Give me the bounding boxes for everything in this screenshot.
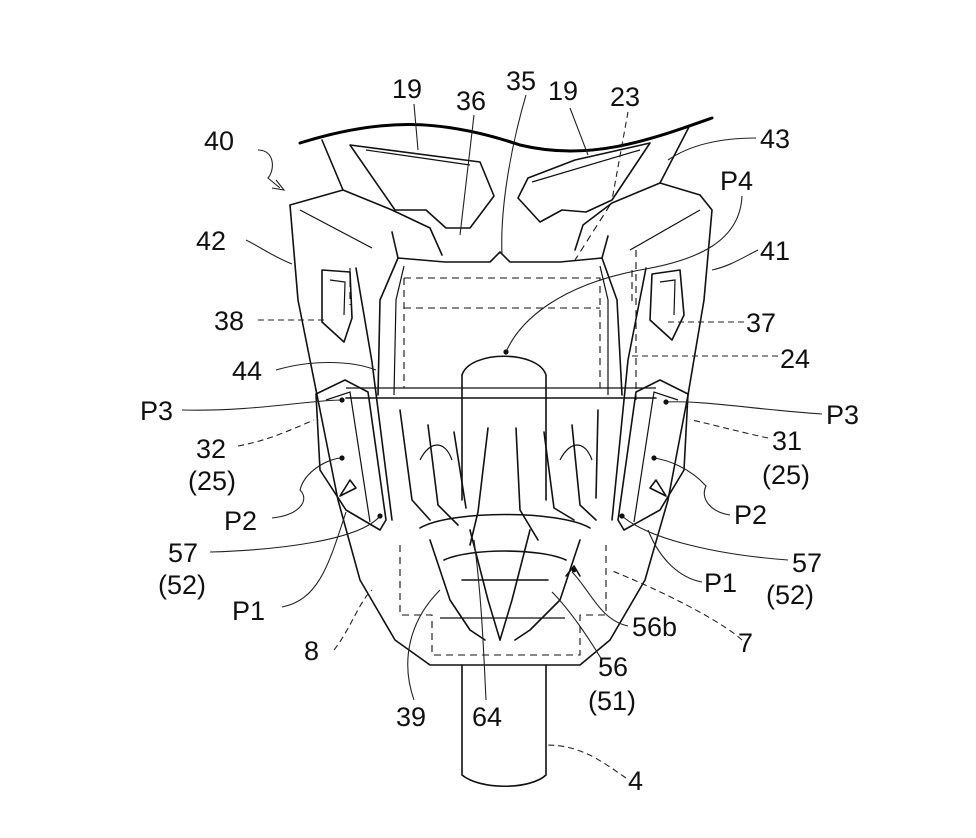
- leader-lines: [181, 94, 823, 779]
- label-25-right: (25): [762, 460, 810, 490]
- label-42: 42: [196, 226, 226, 256]
- label-32: 32: [196, 434, 226, 464]
- label-39: 39: [396, 702, 426, 732]
- label-p1-right: P1: [704, 568, 737, 598]
- label-56: 56: [598, 652, 628, 682]
- label-38: 38: [214, 306, 244, 336]
- label-8: 8: [304, 636, 319, 666]
- label-p1-left: P1: [232, 596, 265, 626]
- label-p2-left: P2: [224, 506, 257, 536]
- label-36: 36: [456, 86, 486, 116]
- reference-dots: [339, 349, 669, 573]
- label-24: 24: [780, 344, 810, 374]
- label-p2-right: P2: [734, 500, 767, 530]
- label-25-left: (25): [188, 466, 236, 496]
- label-19-left: 19: [392, 74, 422, 104]
- label-31: 31: [772, 426, 802, 456]
- label-7: 7: [738, 628, 753, 658]
- label-56b: 56b: [632, 612, 677, 642]
- reference-labels: 19 36 35 19 23 43 40 P4 42 41 38 37 44 2…: [140, 66, 859, 796]
- label-41: 41: [760, 236, 790, 266]
- arrow-p2-left-icon: [339, 479, 357, 497]
- label-52-left: (52): [158, 570, 206, 600]
- label-64: 64: [472, 702, 502, 732]
- arrow-p2-right-icon: [649, 479, 667, 497]
- label-52-right: (52): [766, 580, 814, 610]
- label-23: 23: [610, 82, 640, 112]
- arrow-40-icon: [271, 179, 286, 191]
- line-art: [289, 116, 714, 788]
- label-p4: P4: [720, 166, 753, 196]
- label-57-left: 57: [168, 538, 198, 568]
- label-37: 37: [746, 308, 776, 338]
- label-40: 40: [204, 126, 234, 156]
- label-19-right: 19: [548, 76, 578, 106]
- label-p3-right: P3: [826, 400, 859, 430]
- label-44: 44: [232, 356, 262, 386]
- label-4: 4: [628, 766, 643, 796]
- label-43: 43: [760, 124, 790, 154]
- label-51: (51): [588, 686, 636, 716]
- label-p3-left: P3: [140, 396, 173, 426]
- label-57-right: 57: [792, 548, 822, 578]
- label-35: 35: [506, 66, 536, 96]
